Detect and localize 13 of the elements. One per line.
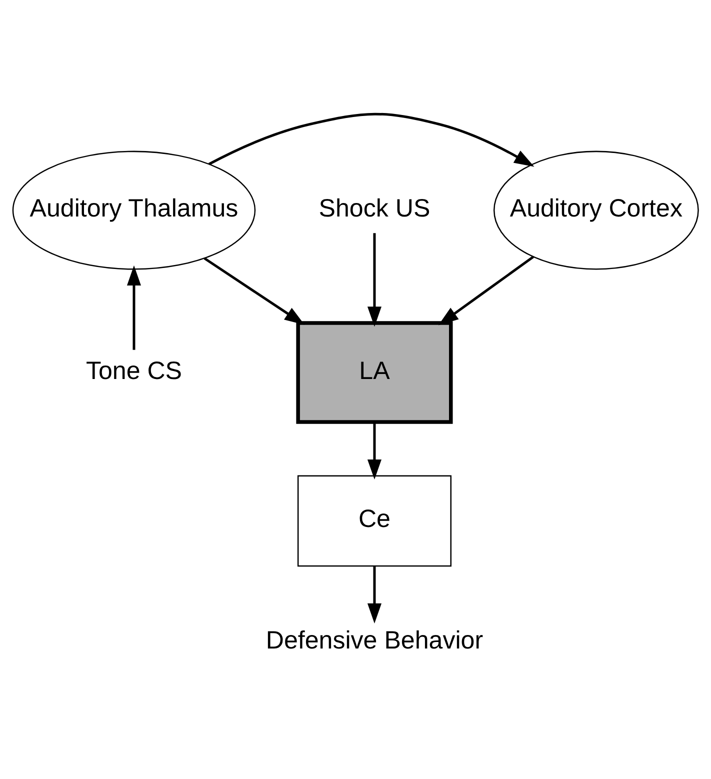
node-box: Ce — [297, 475, 452, 567]
arrow — [367, 566, 382, 624]
arrow — [367, 233, 382, 327]
arrow — [367, 422, 382, 480]
node-box: LA — [296, 321, 453, 424]
node-text: Shock US — [318, 194, 430, 223]
arrow — [126, 265, 142, 350]
node-ellipse: Auditory Thalamus — [12, 150, 256, 270]
arrow — [204, 257, 305, 325]
arrow — [438, 256, 534, 326]
node-text: Tone CS — [86, 356, 182, 385]
node-text: Defensive Behavior — [266, 626, 484, 655]
arrow — [208, 112, 534, 167]
